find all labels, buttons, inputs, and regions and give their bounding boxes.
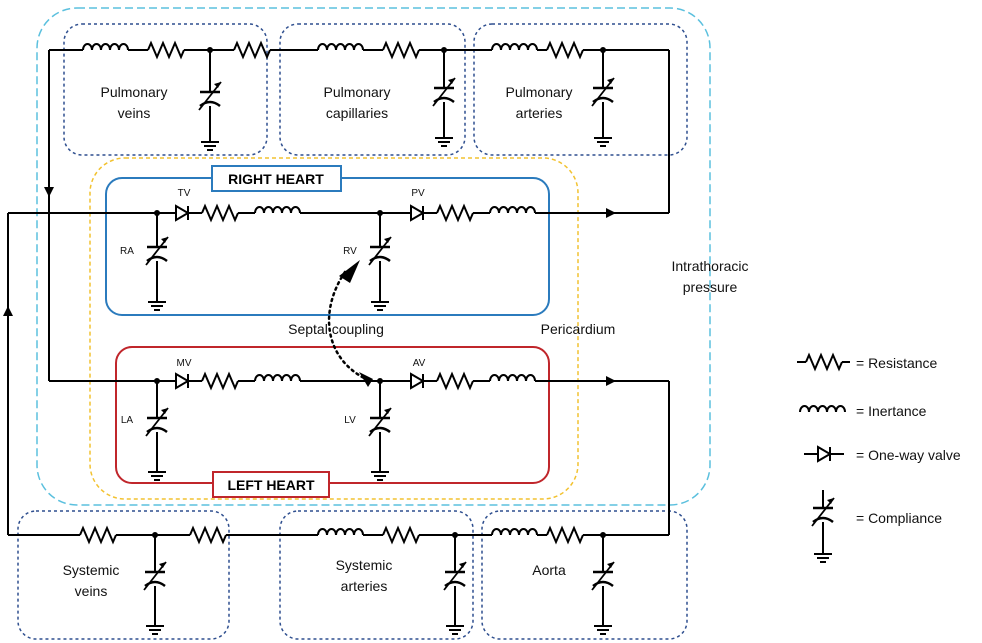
la-label: LA xyxy=(121,415,134,426)
ra-label: RA xyxy=(120,246,134,257)
legend-compliance-text: = Compliance xyxy=(856,510,942,526)
pericardium-label: Pericardium xyxy=(541,321,616,337)
left-heart-title-box xyxy=(212,471,330,498)
right-heart-title: RIGHT HEART xyxy=(228,171,324,187)
systemic-wire xyxy=(3,213,669,545)
systemic-veins-box xyxy=(17,510,230,640)
intrathoracic-boundary xyxy=(36,7,711,506)
left-heart-title: LEFT HEART xyxy=(227,477,315,493)
legend-valve-text: = One-way valve xyxy=(856,447,961,463)
right-heart-wire xyxy=(8,203,669,223)
pulmonary-capillaries-label-2: capillaries xyxy=(326,105,388,121)
systemic-arteries-compliance xyxy=(442,532,468,635)
legend-valve: = One-way valve xyxy=(804,446,961,463)
aorta-box xyxy=(481,510,688,640)
legend: = Resistance = Inertance = One-way valve… xyxy=(797,352,961,563)
legend-compliance: = Compliance xyxy=(810,490,942,563)
systemic-veins-label-1: Systemic xyxy=(63,562,120,578)
intrathoracic-label-2: pressure xyxy=(683,279,738,295)
lv-label: LV xyxy=(344,415,356,426)
pulmonary-arteries-label-2: arteries xyxy=(516,105,563,121)
pulmonary-arteries-box xyxy=(473,23,688,156)
legend-resistance-text: = Resistance xyxy=(856,355,938,371)
mv-label: MV xyxy=(177,358,192,369)
av-label: AV xyxy=(413,358,426,369)
pulmonary-veins-box xyxy=(63,23,268,156)
pv-label: PV xyxy=(411,188,425,199)
septal-coupling-label: Septal coupling xyxy=(288,321,384,337)
pulmonary-veins-label-2: veins xyxy=(118,105,151,121)
pulmonary-capillaries-box xyxy=(279,23,466,156)
legend-inertance-text: = Inertance xyxy=(856,403,927,419)
septal-coupling-arrow xyxy=(327,270,370,382)
systemic-arteries-label-1: Systemic xyxy=(336,557,393,573)
pulmonary-arteries-compliance xyxy=(590,47,616,147)
pulmonary-capillaries-label-1: Pulmonary xyxy=(324,84,391,100)
ra-compliance xyxy=(144,210,170,311)
rv-compliance xyxy=(367,210,393,311)
pulmonary-veins-compliance xyxy=(197,47,223,151)
systemic-arteries-box xyxy=(279,510,474,640)
intrathoracic-label-1: Intrathoracic xyxy=(671,258,748,274)
systemic-arteries-label-2: arteries xyxy=(341,578,388,594)
pericardium-boundary xyxy=(89,157,579,500)
aorta-compliance xyxy=(590,532,616,635)
legend-resistance: = Resistance xyxy=(797,352,938,372)
systemic-veins-compliance xyxy=(142,532,168,635)
systemic-veins-label-2: veins xyxy=(75,583,108,599)
pulmonary-capillaries-compliance xyxy=(431,47,457,147)
right-heart-box xyxy=(105,177,550,316)
la-compliance xyxy=(144,378,170,481)
tv-label: TV xyxy=(178,188,191,199)
left-heart-box xyxy=(115,346,550,484)
right-heart-title-box xyxy=(211,165,342,192)
pulmonary-wire xyxy=(44,40,670,381)
lv-compliance xyxy=(367,378,393,481)
aorta-label: Aorta xyxy=(532,562,566,578)
legend-inertance: = Inertance xyxy=(799,403,927,419)
left-heart-wire xyxy=(49,371,670,535)
rv-label: RV xyxy=(343,246,357,257)
pulmonary-arteries-label-1: Pulmonary xyxy=(506,84,573,100)
pulmonary-veins-label-1: Pulmonary xyxy=(101,84,168,100)
